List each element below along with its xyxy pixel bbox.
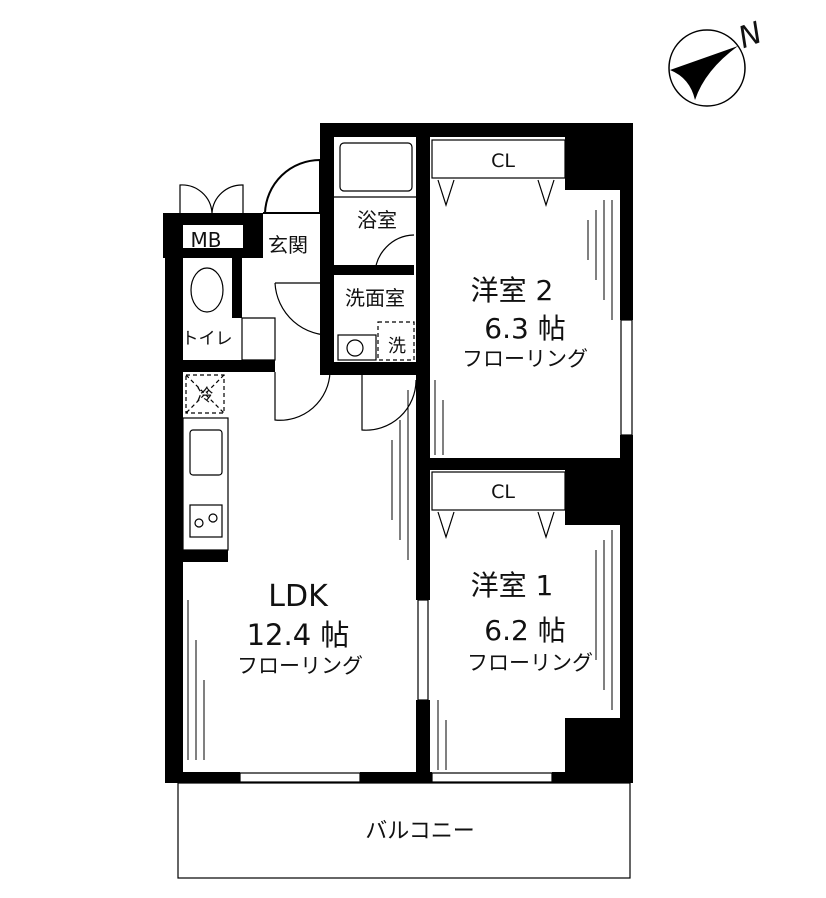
bath-label: 浴室 — [357, 208, 397, 232]
flooring-hatch — [187, 200, 613, 770]
western2-name: 洋室 2 — [471, 274, 554, 307]
balcony-label: バルコニー — [365, 819, 475, 844]
walls — [163, 123, 633, 783]
western1-floor: フローリング — [467, 651, 593, 675]
washer-label: 洗 — [388, 336, 406, 357]
toilet-label: トイレ — [182, 329, 233, 349]
ldk-floor: フローリング — [237, 654, 363, 678]
entrance-label: 玄関 — [268, 233, 308, 257]
washer-space — [377, 321, 415, 361]
stove — [189, 504, 223, 538]
north-arrow-icon: N — [668, 15, 767, 107]
washbasin — [337, 334, 377, 361]
toilet-fixture — [190, 267, 224, 313]
sink — [189, 429, 223, 476]
north-label: N — [734, 15, 767, 56]
doors[interactable] — [179, 158, 417, 431]
closet-western1 — [431, 471, 566, 539]
western1-name: 洋室 1 — [471, 569, 554, 602]
western1-size: 6.2 帖 — [484, 614, 565, 647]
washroom-label: 洗面室 — [345, 286, 405, 310]
ldk-size: 12.4 帖 — [247, 618, 350, 652]
closet-label-2: CL — [491, 150, 515, 172]
closet-label-1: CL — [491, 481, 515, 503]
western2-size: 6.3 帖 — [484, 312, 565, 345]
fridge-space — [185, 374, 225, 414]
windows — [239, 319, 633, 783]
meter-box-label: MB — [191, 228, 222, 252]
western2-floor: フローリング — [462, 347, 588, 371]
closet-western2 — [431, 139, 566, 207]
bathtub — [339, 142, 413, 192]
fridge-label: 冷 — [197, 386, 214, 406]
kitchen-counter — [182, 417, 229, 551]
ldk-name: LDK — [268, 579, 329, 614]
